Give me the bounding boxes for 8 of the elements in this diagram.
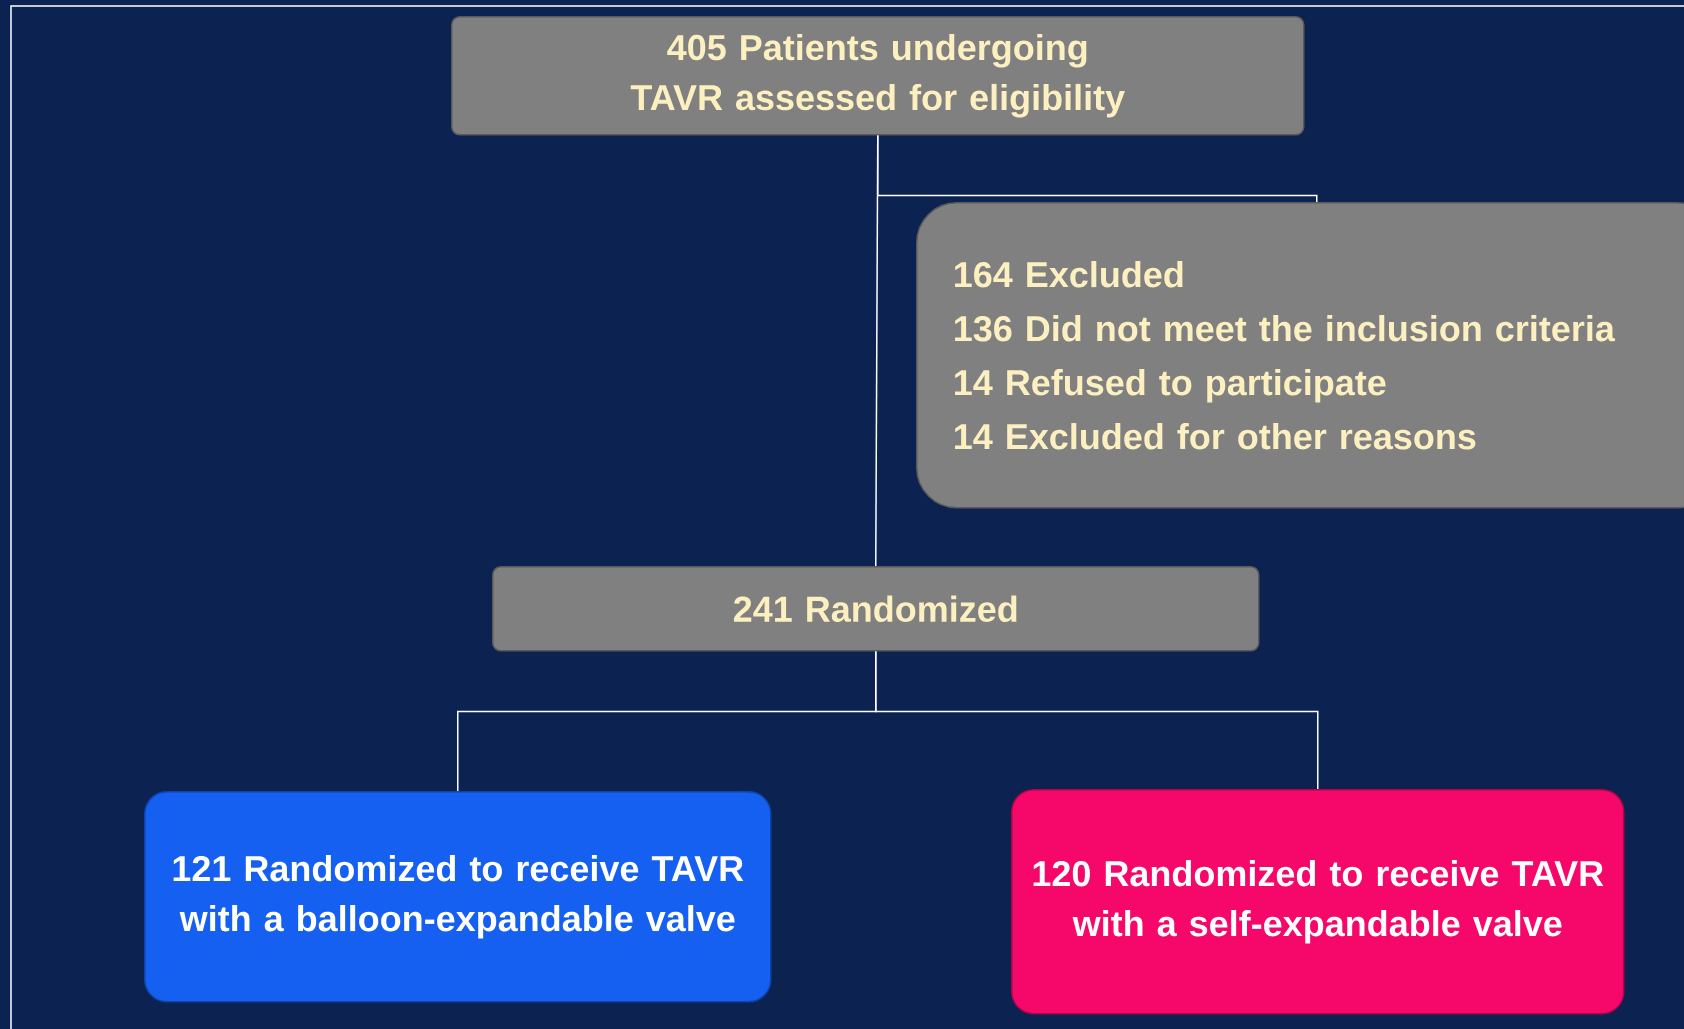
- exclusion-box: 164 Excluded 136 Did not meet the inclusion criteria 14 Refused to participate 14 Excluded for other reasons: [916, 202, 1684, 509]
- group-box: 121 Randomized to receive TAVR with a balloon-expandable valve: [144, 791, 772, 1003]
- process-box: 241 Randomized: [492, 566, 1260, 652]
- group-box: 120 Randomized to receive TAVR with a self-expandable valve: [1011, 789, 1625, 1015]
- connector-line: [875, 134, 879, 567]
- process-box: 405 Patients undergoing TAVR assessed for eligibility: [451, 16, 1305, 136]
- connector-line: [877, 134, 1318, 203]
- connector-line: [875, 650, 1319, 790]
